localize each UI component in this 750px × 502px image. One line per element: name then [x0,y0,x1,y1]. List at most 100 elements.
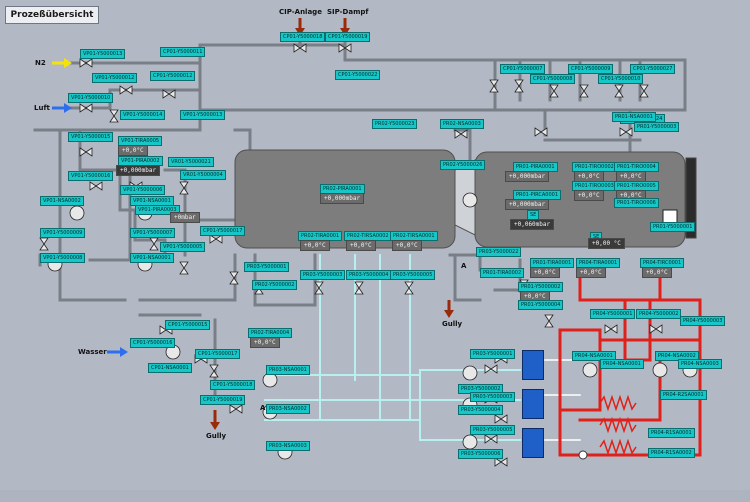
a-label-2: A [260,404,266,412]
tag-left-valve-4[interactable]: VP01-Y5000009 [40,228,86,238]
tag-right-row-5[interactable]: CP01-Y5000027 [630,64,676,74]
tag-wasser-nsa2[interactable]: PR03-NSA0002 [266,404,310,414]
tag-right-row-1[interactable]: CP01-Y5000007 [500,64,546,74]
tag-wasser-nsa3[interactable]: PR03-NSA0003 [266,441,310,451]
heat-exchanger-1 [522,350,544,380]
tag-wasser-4[interactable]: CP01-Y5000017 [195,349,241,359]
display-v2-pressure: +0,000mbar [505,171,550,182]
display-v1-pressure: +0,000mbar [320,193,365,204]
tag-left-valve-6[interactable]: VP01-Y5000005 [160,242,206,252]
tag-v2-tiro-5[interactable]: PR01-TIRO0006 [614,198,659,208]
window-title[interactable]: Prozeßübersicht [5,6,99,24]
tag-left-valve-5[interactable]: VP01-Y5000007 [130,228,176,238]
tag-hx-4[interactable]: PR03-Y5000004 [458,405,504,415]
tag-wasser-6[interactable]: CP01-Y5000019 [200,395,246,405]
tag-hx-1[interactable]: PR03-Y5000001 [470,349,516,359]
tag-top-left-a[interactable]: CP01-Y5000012 [150,71,196,81]
tag-left-valve-7[interactable]: VP01-Y5000008 [40,253,86,263]
tag-red-2[interactable]: PR04-Y5000002 [636,309,682,319]
tag-top-left-b[interactable]: CP01-Y5000011 [160,47,206,57]
tag-v1-right[interactable]: PR02-Y5000026 [440,160,486,170]
tag-mid-valves-1[interactable]: PR03-Y5000001 [244,262,290,272]
tag-left-valve-1[interactable]: VP01-Y5000015 [68,132,114,142]
gully-label-2: Gully [206,432,227,440]
tag-red-heater-2[interactable]: PR04-R1SA0002 [648,448,695,458]
tag-mid-valves-4[interactable]: PR03-Y5000005 [390,270,436,280]
tag-left-pira2[interactable]: VP01-PIRA0003 [135,205,180,215]
tag-left-pump-nsa[interactable]: VP01-NSA0001 [130,253,174,263]
tag-mid-valves-2[interactable]: PR03-Y5000003 [300,270,346,280]
display-v2-t2: +0,0°C [574,190,604,201]
status-bar [0,490,750,502]
tag-v2-bottom-1[interactable]: PR03-Y5000022 [476,247,522,257]
tag-cip-1[interactable]: CP01-Y5000018 [280,32,326,42]
display-left-pira: +0,000mbar [116,165,161,176]
tag-v1-valve[interactable]: VR01-Y5000021 [168,157,214,167]
tag-v2-bottom-2[interactable]: PR01-TIRA0002 [480,268,525,278]
wasser-arrow [107,347,128,357]
tag-mid-valves-3[interactable]: PR03-Y5000004 [346,270,392,280]
gully-arrow-1 [444,300,454,318]
product-pipes [264,254,521,441]
tag-luft-valve[interactable]: VP01-Y5000010 [68,93,114,103]
tag-wasser-1[interactable]: CP01-Y5000015 [165,320,211,330]
heater-coils [599,394,637,456]
display-v2-level: +0,060mbar [510,219,555,230]
a-label-1: A [461,262,467,270]
gully-arrow-2 [210,410,220,430]
display-v2-pressure2: +0,000mbar [505,199,550,210]
wasser-label: Wasser [78,348,107,356]
tag-v1-valve2[interactable]: VR01-Y5000004 [180,170,226,180]
coolant-pipes [544,359,581,441]
display-bottom-t1: +0,0°C [530,267,560,278]
tag-right-row-2[interactable]: CP01-Y5000008 [530,74,576,84]
tag-cip-2[interactable]: CP01-Y5000019 [325,32,371,42]
n2-label: N2 [35,59,46,67]
luft-arrow [52,103,72,113]
junction-point [578,450,588,460]
tag-mid-valves-5[interactable]: PR02-Y5000002 [252,280,298,290]
tag-left-valve-3[interactable]: VP01-Y5000006 [120,185,166,195]
tag-red-nsa-4[interactable]: PR04-NSA0001 [600,359,644,369]
tag-red-heater-3[interactable]: PR04-R2SA0001 [660,390,707,400]
tag-red-1[interactable]: PR04-Y5000001 [590,309,636,319]
tag-v2-bottom-7[interactable]: PR01-Y5000004 [518,300,564,310]
gully-label-1: Gully [442,320,463,328]
tag-luft-valve2[interactable]: VP01-Y5000014 [120,110,166,120]
tag-mid-b[interactable]: CP01-Y5000017 [200,226,246,236]
tag-red-3[interactable]: PR04-Y5000003 [680,316,726,326]
tag-hx-5[interactable]: PR03-Y5000005 [470,425,516,435]
tag-red-heater-1[interactable]: PR04-R1SA0001 [648,428,695,438]
tag-red-nsa-2[interactable]: PR04-NSA0002 [655,351,699,361]
tag-v1-nsa[interactable]: PR02-NSA0003 [440,119,484,129]
tag-right-row-3[interactable]: CP01-Y5000009 [568,64,614,74]
side-column [685,157,697,239]
tag-wasser-2[interactable]: CP01-Y5000016 [130,338,176,348]
tag-red-nsa-3[interactable]: PR04-NSA0003 [678,359,722,369]
display-bottom-t3: +0,0°C [576,267,606,278]
tag-red-nsa-1[interactable]: PR04-NSA0001 [572,351,616,361]
tag-wasser-5[interactable]: CP01-Y5000018 [210,380,256,390]
tag-right-nsa[interactable]: PR01-NSA0001 [612,112,656,122]
n2-arrow [52,58,72,68]
tag-left-nsa[interactable]: VP01-NSA0002 [40,196,84,206]
tag-right-row-4[interactable]: CP01-Y5000010 [598,74,644,84]
tag-v2-y[interactable]: PR01-Y5000001 [650,222,696,232]
display-v1-t3: +0,0°C [392,240,422,251]
tag-wasser-nsa[interactable]: PR03-NSA0001 [266,365,310,375]
tag-v1-top[interactable]: PR02-Y5000023 [372,119,418,129]
display-bottom-t4: +0,0°C [642,267,672,278]
tag-n2-valve[interactable]: VP01-Y5000013 [80,49,126,59]
display-left-tira: +0,0°C [118,145,148,156]
heat-exchanger-3 [522,428,544,458]
tag-hx-6[interactable]: PR03-Y5000006 [458,449,504,459]
tag-mid-a[interactable]: VP01-Y5000013 [180,110,226,120]
tag-hx-3[interactable]: PR03-Y5000003 [470,392,516,402]
luft-label: Luft [34,104,50,112]
tag-top-mid[interactable]: CP01-Y5000022 [335,70,381,80]
tag-wasser-3[interactable]: CP01-NSA0001 [148,363,192,373]
sip-label: SIP-Dampf [327,8,369,16]
tag-n2-valve2[interactable]: VP01-Y5000012 [92,73,138,83]
tag-v2-top-right[interactable]: PR01-Y5000003 [634,122,680,132]
tag-left-valve-2[interactable]: VP01-Y5000016 [68,171,114,181]
